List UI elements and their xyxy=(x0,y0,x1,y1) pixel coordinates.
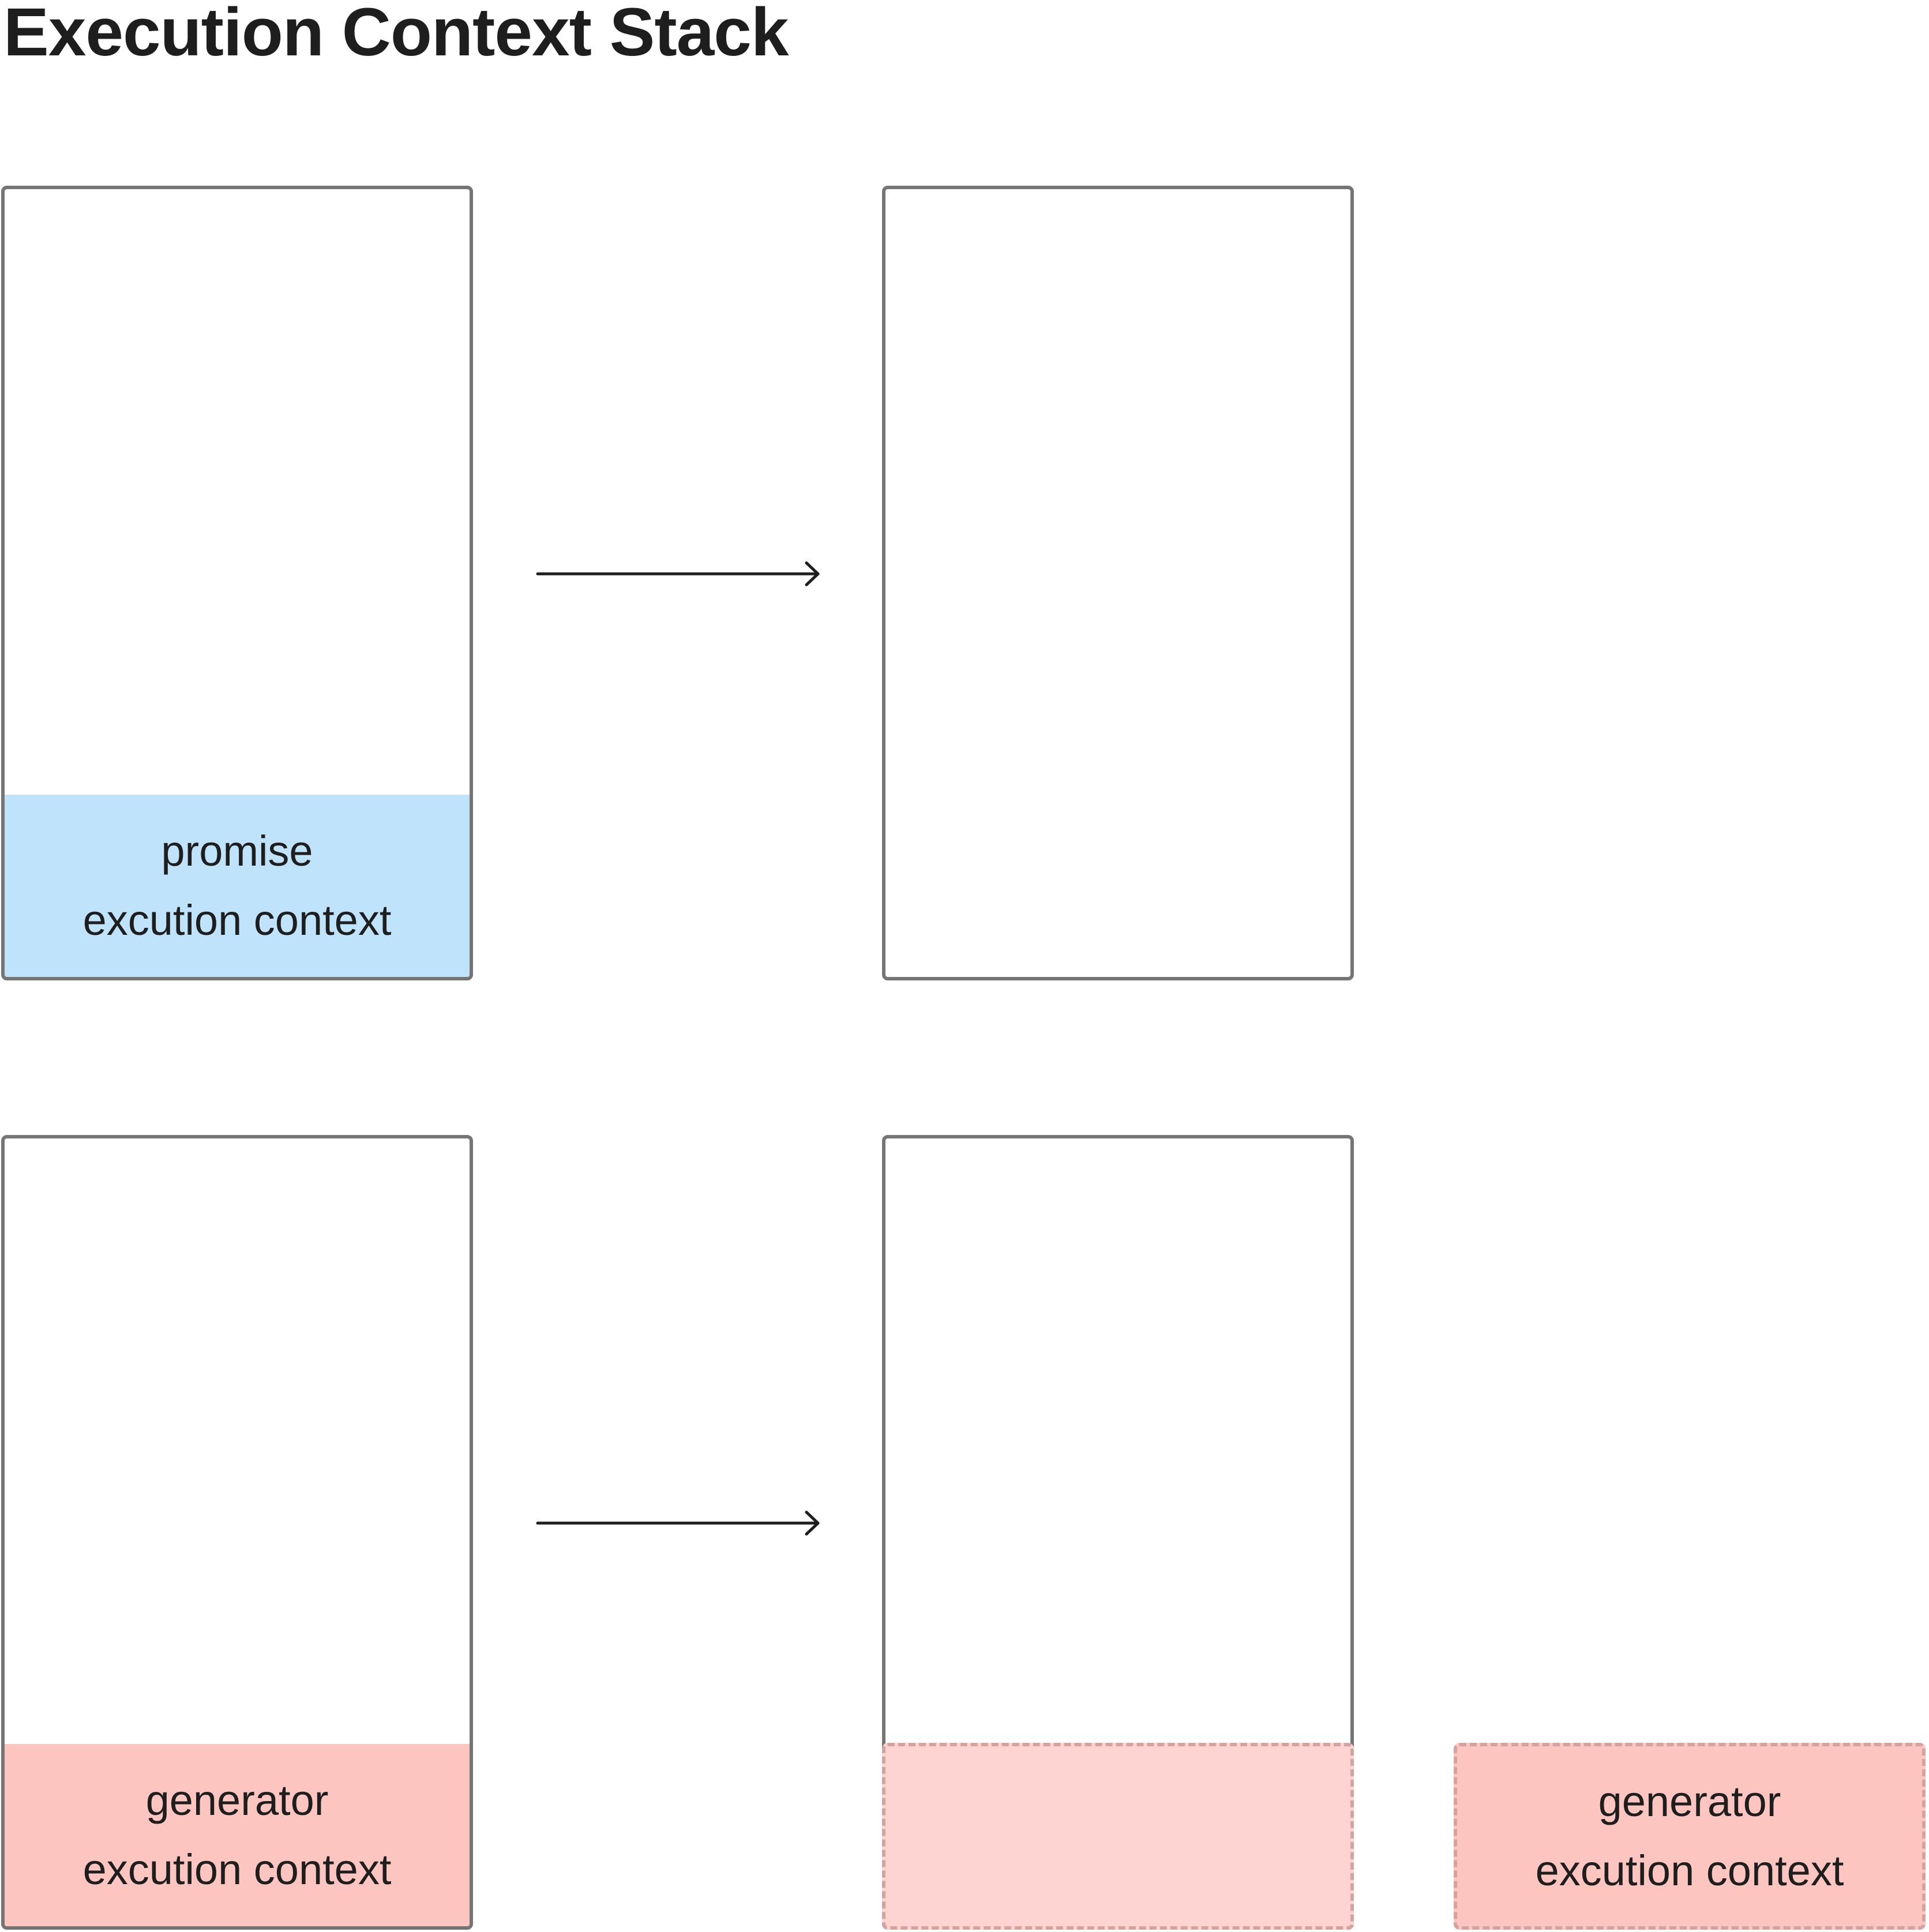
context-line-1: generator xyxy=(145,1776,329,1824)
popped-generator-context: generator excution context xyxy=(1454,1743,1926,1930)
context-line-2: excution context xyxy=(82,1845,392,1893)
context-line-2: excution context xyxy=(1535,1847,1844,1895)
context-line-2: excution context xyxy=(82,896,392,944)
popped-context-label: generator excution context xyxy=(1536,1767,1844,1905)
right-arrow-icon xyxy=(536,561,820,587)
context-line-1: generator xyxy=(1598,1777,1781,1825)
promise-context-label: promise excution context xyxy=(83,817,392,955)
promise-context-block: promise excution context xyxy=(5,795,470,977)
removed-context-placeholder xyxy=(882,1743,1354,1930)
stack-before-row1: promise excution context xyxy=(1,186,473,980)
right-arrow-icon xyxy=(536,1510,820,1536)
generator-context-block: generator excution context xyxy=(5,1744,470,1926)
stack-after-row1 xyxy=(882,186,1354,980)
generator-context-label: generator excution context xyxy=(83,1766,392,1904)
context-line-1: promise xyxy=(161,827,313,875)
stack-before-row2: generator excution context xyxy=(1,1135,473,1930)
diagram-title: Execution Context Stack xyxy=(3,0,789,70)
